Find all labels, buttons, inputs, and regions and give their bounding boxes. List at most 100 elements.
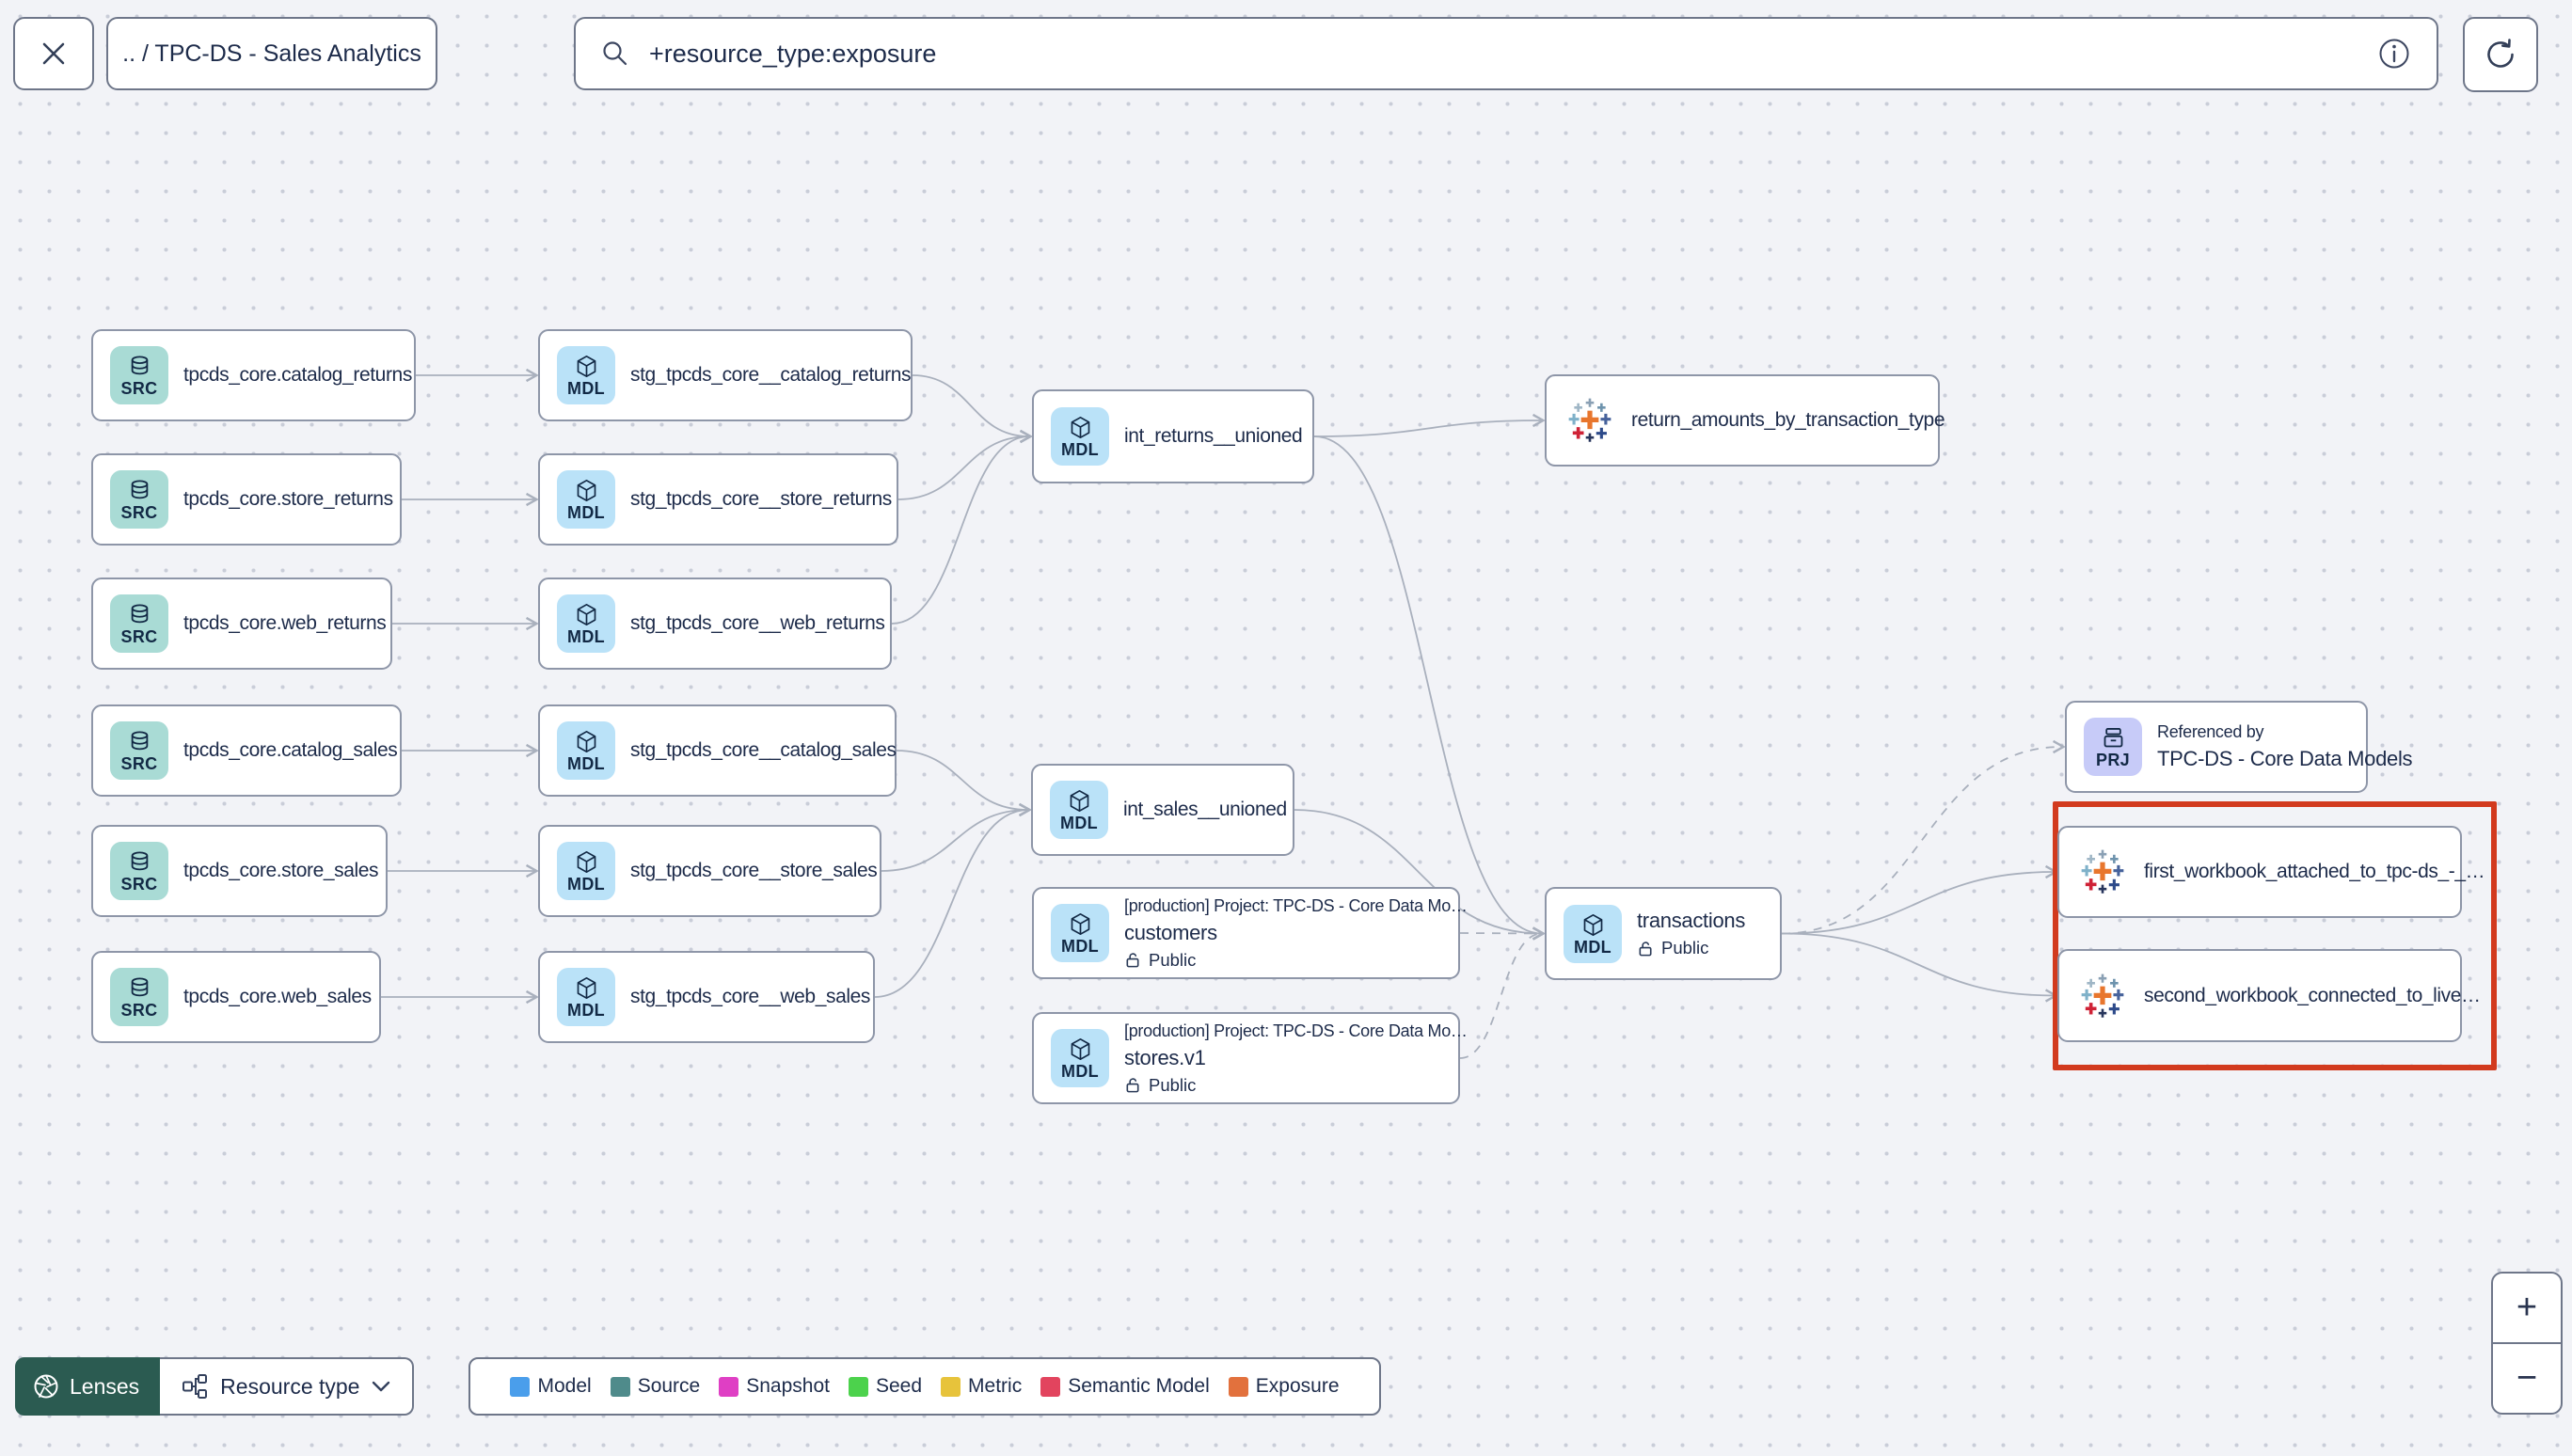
legend-swatch — [610, 1376, 630, 1397]
node-text: stg_tpcds_core__catalog_returns — [630, 364, 912, 386]
legend-item-snapshot: Snapshot — [719, 1375, 830, 1398]
lenses-aperture-icon — [34, 1374, 58, 1399]
resource-badge: MDL — [1060, 814, 1098, 832]
legend-label: Metric — [968, 1375, 1023, 1397]
edge-mdl_customers-to-mdl_transactions — [1459, 926, 1546, 941]
source-icon: SRC — [110, 842, 168, 900]
node-text: tpcds_core.web_sales — [183, 986, 372, 1007]
zoom-controls: + − — [2491, 1272, 2563, 1415]
breadcrumb-label: .. / TPC-DS - Sales Analytics — [122, 40, 421, 67]
resource-badge: SRC — [120, 754, 158, 773]
model-icon: MDL — [1051, 904, 1109, 962]
legend-label: Seed — [875, 1375, 923, 1397]
node-text: int_returns__unioned — [1124, 425, 1303, 447]
legend-swatch — [1040, 1376, 1061, 1397]
node-mdl-stores-v1[interactable]: MDL[production] Project: TPC-DS - Core D… — [1032, 1012, 1468, 1104]
resource-badge: MDL — [1574, 937, 1611, 957]
node-prj-referenced-by[interactable]: PRJ Referenced by TPC-DS - Core Data Model… — [2065, 701, 2413, 793]
search-input[interactable] — [647, 38, 2359, 70]
model-icon: MDL — [1564, 904, 1622, 963]
legend-item-semantic-model: Semantic Model — [1040, 1375, 1210, 1398]
lock-open-icon — [1637, 940, 1655, 957]
node-exp-first-workbook[interactable]: first_workbook_attached_to_tpc-ds_-_… — [2057, 826, 2485, 918]
source-icon: SRC — [110, 968, 168, 1026]
model-icon: MDL — [1051, 407, 1109, 466]
node-exp-second-workbook[interactable]: second_workbook_connected_to_live… — [2057, 949, 2481, 1042]
node-text: stg_tpcds_core__web_sales — [630, 986, 871, 1007]
access-public: Public — [1124, 1075, 1458, 1096]
model-icon: MDL — [557, 721, 615, 780]
node-text: stores.v1 — [1124, 1045, 1206, 1069]
zoom-in-button[interactable]: + — [2493, 1274, 2561, 1344]
resource-badge: SRC — [120, 1001, 158, 1020]
resource-type-dropdown[interactable]: Resource type — [160, 1357, 415, 1416]
resource-badge: SRC — [120, 627, 158, 646]
legend-item-metric: Metric — [941, 1375, 1022, 1398]
edge-mdl_stores_v1-to-mdl_transactions — [1459, 926, 1546, 1059]
project-icon: PRJ — [2084, 718, 2142, 776]
model-icon: MDL — [557, 842, 615, 900]
node-text: Referenced by — [2157, 722, 2264, 741]
resource-badge: MDL — [567, 379, 605, 398]
edge-stg_web_returns-to-int_returns_unioned — [891, 429, 1033, 625]
resource-badge: MDL — [567, 627, 605, 646]
breadcrumb[interactable]: .. / TPC-DS - Sales Analytics — [106, 17, 437, 90]
chevron-down-icon — [373, 1381, 390, 1392]
node-stg-catalog-returns[interactable]: MDL stg_tpcds_core__catalog_returns — [538, 329, 913, 421]
lens-controls: Lenses Resource type — [15, 1357, 415, 1416]
node-text: transactions — [1637, 909, 1746, 932]
node-text: stg_tpcds_core__catalog_sales — [630, 739, 897, 761]
search-icon — [603, 41, 627, 66]
source-icon: SRC — [110, 594, 168, 653]
close-button[interactable] — [13, 17, 94, 90]
refresh-button[interactable] — [2463, 17, 2538, 92]
node-text: tpcds_core.store_returns — [183, 488, 393, 510]
resource-badge: SRC — [120, 379, 158, 398]
legend-item-seed: Seed — [848, 1375, 923, 1398]
resource-badge: MDL — [1061, 440, 1099, 459]
lenses-label: Lenses — [70, 1373, 140, 1399]
node-text: [production] Project: TPC-DS - Core Data… — [1124, 895, 1468, 915]
node-exp-return-amounts[interactable]: return_amounts_by_transaction_type — [1545, 374, 1945, 467]
node-text: second_workbook_connected_to_live… — [2144, 984, 2481, 1006]
node-src-web-sales[interactable]: SRC tpcds_core.web_sales — [91, 951, 381, 1043]
zoom-out-button[interactable]: − — [2516, 1358, 2538, 1398]
lenses-button[interactable]: Lenses — [15, 1357, 161, 1416]
resource-badge: MDL — [567, 875, 605, 894]
resource-badge: MDL — [567, 754, 605, 773]
model-icon: MDL — [1051, 1029, 1109, 1087]
node-mdl-customers[interactable]: MDL [production] Project: TPC-DS - Core D… — [1032, 887, 1468, 979]
node-text: TPC-DS - Core Data Models — [2157, 747, 2413, 770]
node-stg-catalog-sales[interactable]: MDL stg_tpcds_core__catalog_sales — [538, 704, 897, 797]
search-bar[interactable] — [574, 17, 2438, 90]
node-text: return_amounts_by_transaction_type — [1631, 409, 1945, 431]
resource-badge: SRC — [120, 503, 158, 522]
info-icon[interactable] — [2376, 36, 2412, 71]
access-public: Public — [1637, 938, 1745, 958]
model-icon: MDL — [557, 470, 615, 529]
edge-stg_store_returns-to-int_returns_unioned — [897, 429, 1033, 500]
legend-swatch — [1228, 1376, 1248, 1397]
edge-stg_catalog_sales-to-int_sales_unioned — [896, 750, 1032, 817]
resource-badge: PRJ — [2096, 751, 2130, 769]
edge-mdl_transactions-to-exp_second_workbook — [1781, 932, 2058, 1003]
selection-highlight-box — [2053, 801, 2497, 1070]
resource-badge: MDL — [1061, 1062, 1099, 1081]
node-stg-store-returns[interactable]: MDL stg_tpcds_core__store_returns — [538, 453, 898, 546]
access-public: Public — [1124, 950, 1458, 971]
node-text: stg_tpcds_core__store_returns — [630, 488, 892, 510]
node-src-store-returns[interactable]: SRC tpcds_core.store_returns — [91, 453, 402, 546]
node-int-returns-unioned[interactable]: MDL int_returns__unioned — [1032, 389, 1314, 483]
model-icon: MDL — [557, 346, 615, 404]
